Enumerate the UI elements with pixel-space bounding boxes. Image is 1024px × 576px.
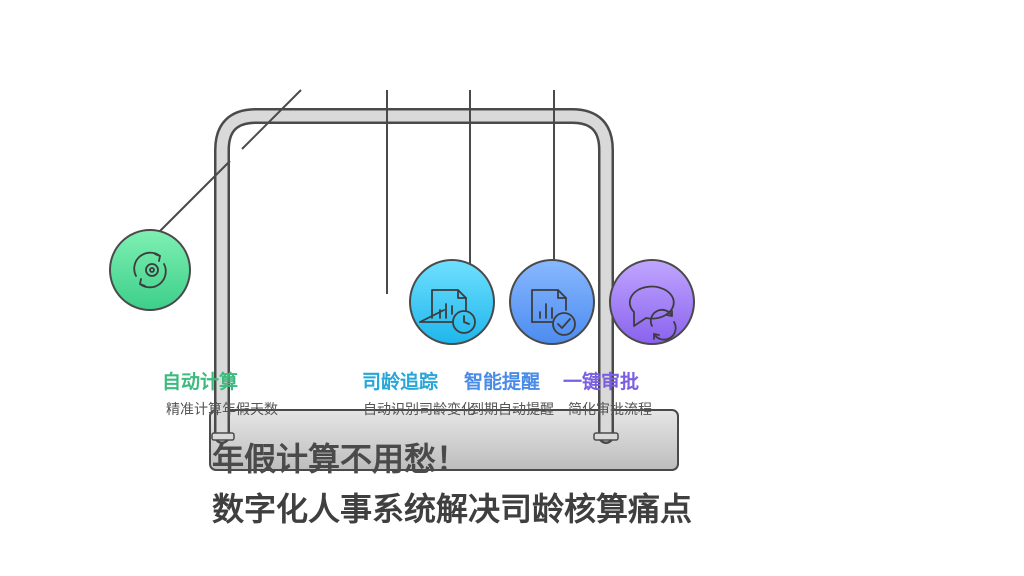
subheadline: 数字化人事系统解决司龄核算痛点 [212, 490, 693, 528]
feature-desc-seniority-track: 自动识别司龄变化 [363, 402, 475, 418]
feature-label-auto-calc: 自动计算 [162, 371, 239, 393]
feature-label-smart-reminder: 智能提醒 [464, 371, 541, 393]
feature-desc-smart-reminder: 到期自动提醒 [470, 402, 554, 418]
frame-foot-left [211, 432, 235, 441]
pendulum-strings [159, 89, 555, 296]
feature-label-one-click-approval: 一键审批 [563, 371, 640, 393]
ball-one-click-approval [609, 259, 695, 345]
ball-smart-reminder [509, 259, 595, 345]
headline: 年假计算不用愁！ [212, 440, 469, 478]
feature-desc-auto-calc: 精准计算年假天数 [166, 402, 278, 418]
cradle-base [209, 409, 679, 471]
chat-refresh-icon [628, 285, 677, 341]
document-chart-check-icon [531, 289, 576, 336]
document-chart-clock-icon [419, 289, 476, 334]
feature-label-seniority-track: 司龄追踪 [362, 371, 439, 393]
feature-desc-one-click-approval: 简化审批流程 [568, 402, 652, 418]
gear-cycle-icon [133, 251, 167, 289]
frame-foot-right [593, 432, 619, 441]
ball-seniority-track [409, 259, 495, 345]
ball-auto-calc [109, 229, 191, 311]
